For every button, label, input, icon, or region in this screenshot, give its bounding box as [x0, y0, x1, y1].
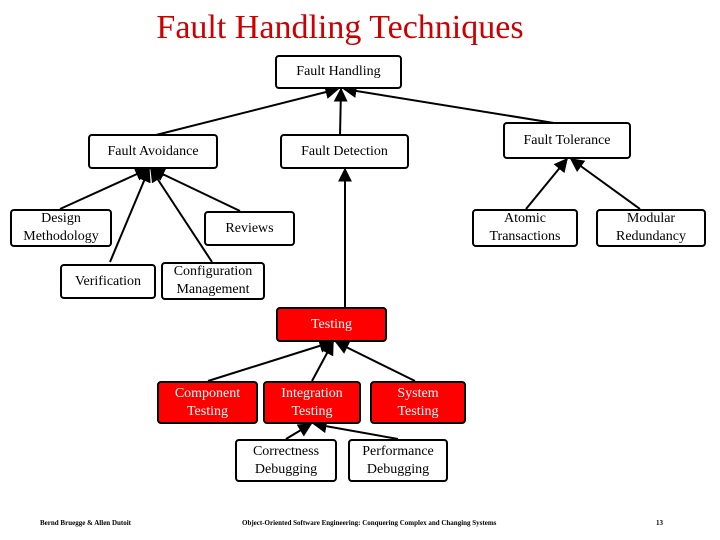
node-correctness-debugging: Correctness Debugging: [235, 439, 337, 482]
node-design-methodology: Design Methodology: [10, 209, 112, 247]
node-configuration-management: Configuration Management: [161, 262, 265, 300]
node-fault-tolerance: Fault Tolerance: [503, 122, 631, 159]
edge-design-to-avoidance: [59, 167, 150, 210]
node-system-testing: System Testing: [370, 381, 466, 424]
node-atomic-transactions: Atomic Transactions: [472, 209, 578, 247]
edge-component-to-testing: [207, 339, 334, 382]
edge-reviews-to-avoidance: [150, 168, 241, 212]
edge-tolerance-to-handling: [342, 84, 561, 125]
node-fault-detection: Fault Detection: [280, 134, 409, 169]
node-testing: Testing: [276, 307, 387, 342]
edge-avoidance-to-handling: [151, 85, 340, 137]
edge-config-to-avoidance: [150, 167, 213, 263]
edge-verification-to-avoidance: [109, 167, 151, 263]
slide-title: Fault Handling Techniques: [156, 9, 524, 46]
edge-correctness-to-integration: [285, 423, 313, 440]
node-performance-debugging: Performance Debugging: [348, 439, 448, 482]
node-reviews: Reviews: [204, 211, 295, 246]
footer-book-title: Object-Oriented Software Engineering: Co…: [242, 519, 497, 527]
edge-detection-to-handling: [333, 87, 348, 137]
edge-atomic-to-tolerance: [525, 157, 568, 210]
node-component-testing: Component Testing: [157, 381, 258, 424]
footer-authors: Bernd Bruegge & Allen Dutoit: [40, 519, 131, 527]
node-integration-testing: Integration Testing: [263, 381, 361, 424]
edge-integration-to-testing: [311, 340, 334, 382]
node-fault-handling: Fault Handling: [275, 55, 402, 89]
node-modular-redundancy: Modular Redundancy: [596, 209, 706, 247]
edge-system-to-testing: [334, 341, 416, 382]
node-fault-avoidance: Fault Avoidance: [88, 134, 218, 169]
edge-modular-to-tolerance: [569, 158, 641, 210]
footer-page-number: 13: [656, 519, 663, 527]
edge-performance-to-integration: [312, 419, 399, 440]
node-verification: Verification: [60, 264, 156, 299]
